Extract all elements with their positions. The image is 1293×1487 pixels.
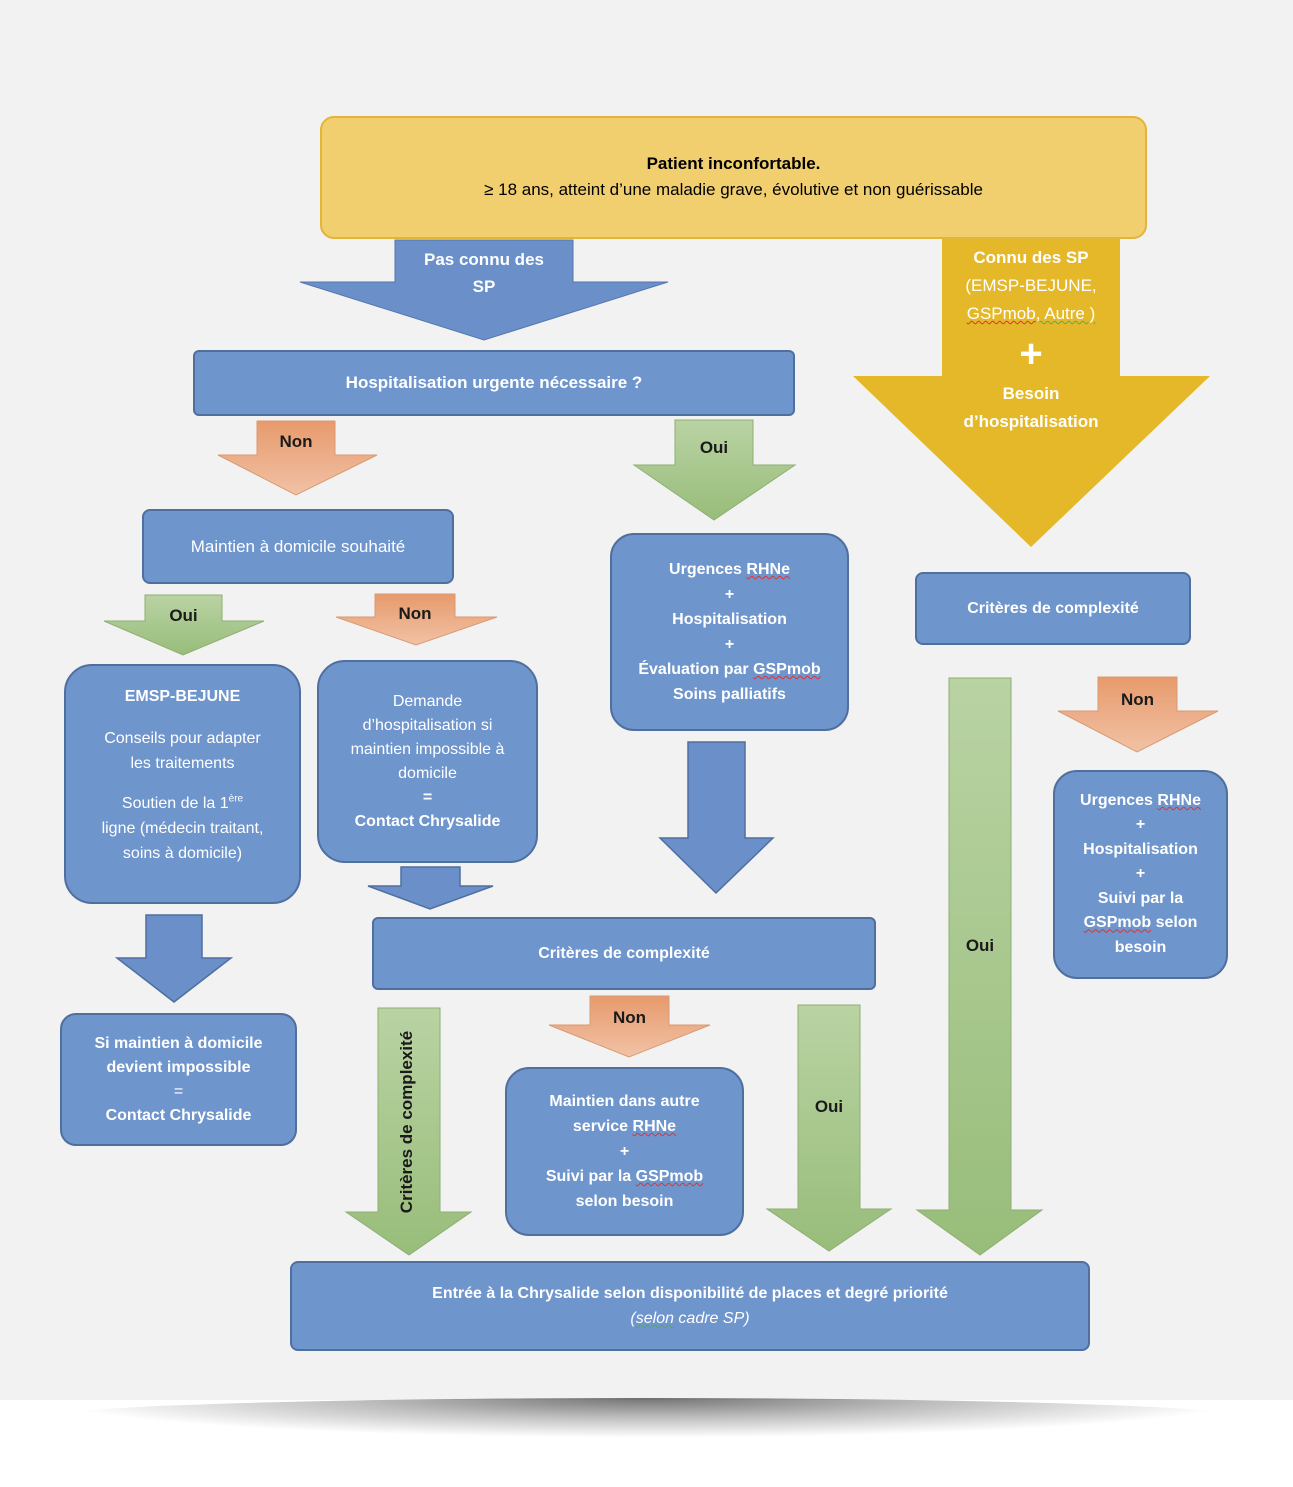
maintien-autre-box: Maintien dans autre service RHNe + Suivi… <box>505 1067 744 1236</box>
label-pas-connu-l1: Pas connu des <box>424 250 544 269</box>
si-maintien-eq: = <box>173 1082 184 1100</box>
emsp-p1-l1: Conseils pour adapter <box>104 730 261 747</box>
urgences-right-l5: besoin <box>1114 938 1167 956</box>
urgences-right-box: Urgences RHNe + Hospitalisation + Suivi … <box>1053 770 1228 979</box>
entree-l2: (selon cadre SP) <box>630 1310 750 1327</box>
label-connu-l5: d’hospitalisation <box>963 412 1099 431</box>
demande-l5: Contact Chrysalide <box>354 812 501 830</box>
emsp-p2-l3: soins à domicile) <box>122 845 243 862</box>
gspmob-text: GSPmob <box>966 304 1036 323</box>
urgences-l2: Hospitalisation <box>672 611 787 628</box>
demande-box: Demande d’hospitalisation si maintien im… <box>317 660 538 863</box>
maintien-autre-l4: selon besoin <box>575 1193 674 1210</box>
patient-box: Patient inconfortable. ≥ 18 ans, atteint… <box>320 116 1147 239</box>
si-maintien-l1: Si maintien à domicile <box>94 1034 263 1052</box>
label-connu-l2: (EMSP-BEJUNE, <box>965 276 1097 295</box>
arrow-vertical-criteres <box>344 1007 473 1256</box>
maintien-autre-l1: Maintien dans autre <box>549 1093 700 1110</box>
si-maintien-box: Si maintien à domicile devient impossibl… <box>60 1013 297 1146</box>
demande-l3: maintien impossible à <box>350 740 505 758</box>
criteres-right-text: Critères de complexité <box>967 599 1139 617</box>
urgences-plus-2: + <box>724 636 735 653</box>
hosp-question-text: Hospitalisation urgente nécessaire ? <box>345 373 643 392</box>
maintien-box: Maintien à domicile souhaité <box>142 509 454 584</box>
label-pas-connu: Pas connu des SP <box>395 246 573 300</box>
selon-text: selon <box>635 1310 674 1327</box>
demande-l1: Demande <box>392 692 463 710</box>
label-non-hosp: Non <box>279 432 313 451</box>
entree-box: Entrée à la Chrysalide selon disponibili… <box>290 1261 1090 1351</box>
si-maintien-l2: devient impossible <box>106 1058 251 1076</box>
label-connu-l4: Besoin <box>1002 384 1060 403</box>
label-pas-connu-l2: SP <box>472 277 496 296</box>
emsp-p1-l2: les traitements <box>130 755 235 772</box>
arrows-layer <box>103 235 1219 1256</box>
label-non-maintien: Non <box>398 604 432 623</box>
arrow-oui-hosp <box>632 419 797 521</box>
patient-subtitle: ≥ 18 ans, atteint d’une maladie grave, é… <box>484 179 983 199</box>
urgences-right-plus-1: + <box>1135 816 1146 834</box>
autre-text: , Autre ) <box>1035 304 1096 323</box>
criteres-center-box: Critères de complexité <box>372 917 876 990</box>
urgences-right-l3: Suivi par la <box>1097 889 1184 907</box>
vertical-criteres-label: Critères de complexité <box>397 1030 416 1214</box>
emsp-title: EMSP-BEJUNE <box>124 688 241 705</box>
urgences-l3: Évaluation par GSPmob <box>638 661 821 678</box>
maintien-text: Maintien à domicile souhaité <box>190 536 406 556</box>
arrow-oui-center <box>765 1004 893 1252</box>
urgences-right-l4: GSPmob selon <box>1083 914 1198 932</box>
urgences-l4: Soins palliatifs <box>673 686 786 703</box>
arrow-non-maintien <box>335 593 498 646</box>
urgences-right-plus-2: + <box>1135 865 1146 883</box>
drop-shadow <box>40 1398 1253 1438</box>
label-oui-maintien: Oui <box>169 606 198 625</box>
gspmob-text-2: GSPmob <box>753 661 821 678</box>
demande-eq: = <box>422 788 433 806</box>
label-connu-l3: GSPmob, Autre ) <box>942 300 1120 328</box>
label-connu-l1: Connu des SP <box>973 248 1089 267</box>
maintien-autre-plus: + <box>619 1143 630 1160</box>
urgences-center-box: Urgences RHNe + Hospitalisation + Évalua… <box>610 533 849 731</box>
maintien-autre-l2: service RHNe <box>572 1118 677 1135</box>
urgences-l1: Urgences RHNe <box>669 561 790 578</box>
arrow-non-right <box>1057 676 1219 753</box>
hosp-question-box: Hospitalisation urgente nécessaire ? <box>193 350 795 416</box>
arrow-oui-right-long <box>915 677 1044 1256</box>
emsp-p2-l1: Soutien de la 1ère <box>121 793 244 812</box>
urgences-right-l1: Urgences RHNe <box>1080 791 1201 809</box>
patient-title: Patient inconfortable. <box>646 153 821 173</box>
si-maintien-l3: Contact Chrysalide <box>105 1106 252 1124</box>
demande-l4: domicile <box>398 764 457 782</box>
maintien-autre-l3: Suivi par la GSPmob <box>545 1168 704 1185</box>
arrow-pas-connu <box>299 239 669 341</box>
rhne-text-2: RHNe <box>1157 791 1201 809</box>
arrow-emsp-down <box>114 914 234 1003</box>
label-non-right: Non <box>1120 690 1155 709</box>
entree-l1: Entrée à la Chrysalide selon disponibili… <box>432 1285 948 1302</box>
label-non-center: Non <box>612 1008 647 1027</box>
plus-sign: + <box>1019 332 1043 376</box>
arrow-oui-maintien <box>103 594 265 656</box>
arrow-non-hosp <box>217 420 378 496</box>
criteres-center-text: Critères de complexité <box>538 944 710 962</box>
emsp-sup: ère <box>228 793 244 805</box>
gspmob-text-3: GSPmob <box>1083 914 1152 932</box>
demande-l2: d’hospitalisation si <box>362 716 493 734</box>
gspmob-text-4: GSPmob <box>635 1168 704 1185</box>
label-oui-right-long: Oui <box>965 936 995 955</box>
urgences-right-l2: Hospitalisation <box>1083 840 1198 858</box>
rhne-text: RHNe <box>746 561 790 578</box>
urgences-plus-1: + <box>724 586 735 603</box>
arrow-non-center <box>548 995 711 1058</box>
label-oui-hosp: Oui <box>699 438 729 457</box>
arrow-urgences-down <box>658 741 775 895</box>
arrow-connu <box>853 235 1210 547</box>
emsp-box: EMSP-BEJUNE Conseils pour adapter les tr… <box>64 664 301 904</box>
arrow-demande-down <box>367 866 494 910</box>
criteres-right-box: Critères de complexité <box>915 572 1191 645</box>
label-connu: Connu des SP (EMSP-BEJUNE, GSPmob, Autre… <box>942 244 1120 436</box>
emsp-p2-l2: ligne (médecin traitant, <box>101 820 264 837</box>
rhne-text-3: RHNe <box>632 1118 677 1135</box>
label-oui-center: Oui <box>814 1097 844 1116</box>
